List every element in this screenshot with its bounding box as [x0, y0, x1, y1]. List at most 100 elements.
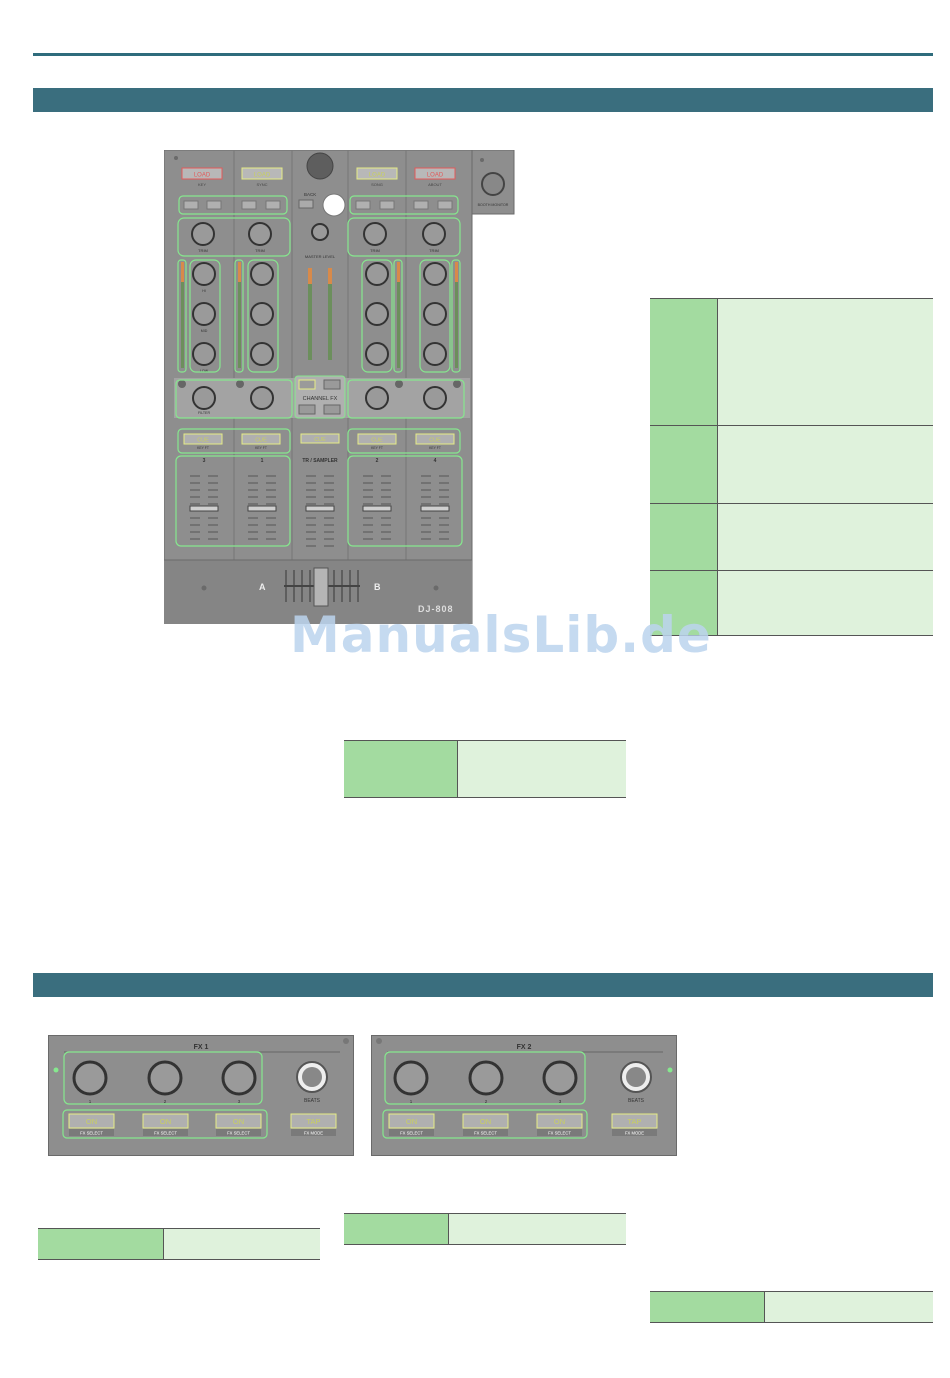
channel-number-4: 4 [434, 458, 437, 464]
fx1-knob-1[interactable] [72, 1060, 108, 1096]
booth-monitor-knob[interactable] [481, 172, 505, 196]
mixer-panel-illustration: A B DJ-808 LOAD KEY LOAD SYNC LOAD SONG … [164, 150, 515, 624]
svg-text:1: 1 [410, 1099, 413, 1104]
svg-text:1: 1 [89, 1099, 92, 1104]
svg-text:CUE: CUE [197, 438, 209, 444]
callout-circle [322, 193, 346, 217]
back-label: BACK [304, 192, 316, 197]
load-button-2[interactable]: LOAD SONG [356, 167, 398, 187]
crossfader-a-label: A [259, 582, 266, 592]
channel-fader-3[interactable] [189, 505, 219, 512]
svg-text:CUE: CUE [429, 438, 441, 444]
svg-text:FX SELECT: FX SELECT [400, 1131, 423, 1136]
section-bar-fx [33, 973, 933, 997]
device-logo: DJ-808 [418, 604, 454, 614]
svg-text:CUE: CUE [255, 438, 267, 444]
load-button-3[interactable]: LOAD KEY [181, 167, 223, 187]
tr-sampler-fader[interactable] [305, 505, 335, 512]
fx2-on-button-3[interactable] [536, 1113, 583, 1129]
trim-label-3: TRIM [198, 248, 208, 253]
svg-text:LOAD: LOAD [194, 173, 211, 179]
fx1-on-button-3[interactable] [215, 1113, 262, 1129]
svg-text:ON: ON [160, 1117, 171, 1126]
svg-text:FX SELECT: FX SELECT [154, 1131, 177, 1136]
svg-text:FX SELECT: FX SELECT [474, 1131, 497, 1136]
fx1-tap-button[interactable] [290, 1113, 337, 1129]
channel-fader-4[interactable] [420, 505, 450, 512]
fx2-indicator [667, 1067, 673, 1073]
svg-text:KEY FT: KEY FT [429, 446, 441, 450]
svg-text:TAP: TAP [306, 1117, 320, 1126]
svg-text:ABOUT: ABOUT [428, 182, 442, 187]
svg-text:LOAD: LOAD [427, 173, 444, 179]
fx2-beats-label: BEATS [628, 1098, 645, 1104]
svg-text:FX MODE: FX MODE [625, 1131, 644, 1136]
fx2-on-button-2[interactable] [462, 1113, 509, 1129]
svg-text:LOAD: LOAD [369, 173, 386, 179]
cue-button-3[interactable] [183, 433, 223, 445]
channel-fader-1[interactable] [247, 505, 277, 512]
fx2-knob-2[interactable] [468, 1060, 504, 1096]
trim-label-1: TRIM [255, 248, 265, 253]
fx2-knob-1[interactable] [393, 1060, 429, 1096]
trim-label-2: TRIM [370, 248, 380, 253]
center-cue-button[interactable] [300, 433, 340, 444]
tr-sampler-label: TR / SAMPLER [302, 458, 338, 464]
filter-label: FILTER [198, 411, 211, 415]
svg-text:2: 2 [485, 1099, 488, 1104]
svg-text:3: 3 [559, 1099, 562, 1104]
table-fx-middle [344, 1213, 626, 1245]
svg-text:2: 2 [164, 1099, 167, 1104]
svg-text:KEY FT: KEY FT [255, 446, 267, 450]
svg-text:CUE: CUE [314, 437, 326, 443]
svg-text:ON: ON [480, 1117, 491, 1126]
channel-fx-label: CHANNEL FX [303, 396, 338, 402]
fx1-knob-3[interactable] [221, 1060, 257, 1096]
load-button-4[interactable]: LOAD ABOUT [414, 167, 456, 187]
svg-text:KEY FT: KEY FT [197, 446, 209, 450]
fx1-panel-illustration: FX 1 1 2 3 BEATS ON ON ON TAP FX SELECT … [48, 1035, 354, 1156]
svg-text:SONG: SONG [371, 182, 383, 187]
back-button[interactable] [298, 199, 314, 209]
fx2-on-button-1[interactable] [388, 1113, 435, 1129]
fx2-panel-illustration: FX 2 1 2 3 BEATS ON ON ON TAP FX SELECT … [371, 1035, 677, 1156]
load-button-1[interactable]: LOAD SYNC [241, 167, 283, 187]
svg-text:ON: ON [233, 1117, 244, 1126]
browse-knob[interactable] [306, 152, 334, 180]
eq-low-label: LOW [200, 369, 209, 373]
svg-text:ON: ON [86, 1117, 97, 1126]
svg-text:SYNC: SYNC [256, 182, 267, 187]
master-level-label: MASTER LEVEL [305, 254, 336, 259]
channel-fader-2[interactable] [362, 505, 392, 512]
watermark: ManualsLib.de [290, 606, 712, 664]
header-rule [33, 53, 933, 56]
fx1-on-button-1[interactable] [68, 1113, 115, 1129]
fx1-indicator [53, 1067, 59, 1073]
fx1-beats-label: BEATS [304, 1098, 321, 1104]
cue-button-1[interactable] [241, 433, 281, 445]
fx1-knob-2[interactable] [147, 1060, 183, 1096]
table-fx-left [38, 1228, 320, 1260]
svg-text:3: 3 [238, 1099, 241, 1104]
svg-text:FX SELECT: FX SELECT [548, 1131, 571, 1136]
crossfader-b-label: B [374, 582, 381, 592]
fx2-tap-button[interactable] [611, 1113, 658, 1129]
channel-number-3: 3 [203, 458, 206, 464]
svg-text:LOAD: LOAD [254, 173, 271, 179]
cue-button-2[interactable] [357, 433, 397, 445]
fx2-title: FX 2 [517, 1044, 532, 1051]
cue-button-4[interactable] [415, 433, 455, 445]
eq-hi-label: HI [202, 289, 206, 293]
svg-text:FX SELECT: FX SELECT [227, 1131, 250, 1136]
table-mixer-functions [650, 298, 933, 636]
trim-label-4: TRIM [429, 248, 439, 253]
svg-text:KEY FT: KEY FT [371, 446, 383, 450]
table-mixer-note [344, 740, 626, 798]
svg-text:CUE: CUE [371, 438, 383, 444]
fx1-on-button-2[interactable] [142, 1113, 189, 1129]
section-bar-mixer [33, 88, 933, 112]
svg-text:KEY: KEY [198, 182, 206, 187]
fx2-knob-3[interactable] [542, 1060, 578, 1096]
channel-number-1: 1 [261, 458, 264, 464]
svg-text:ON: ON [554, 1117, 565, 1126]
